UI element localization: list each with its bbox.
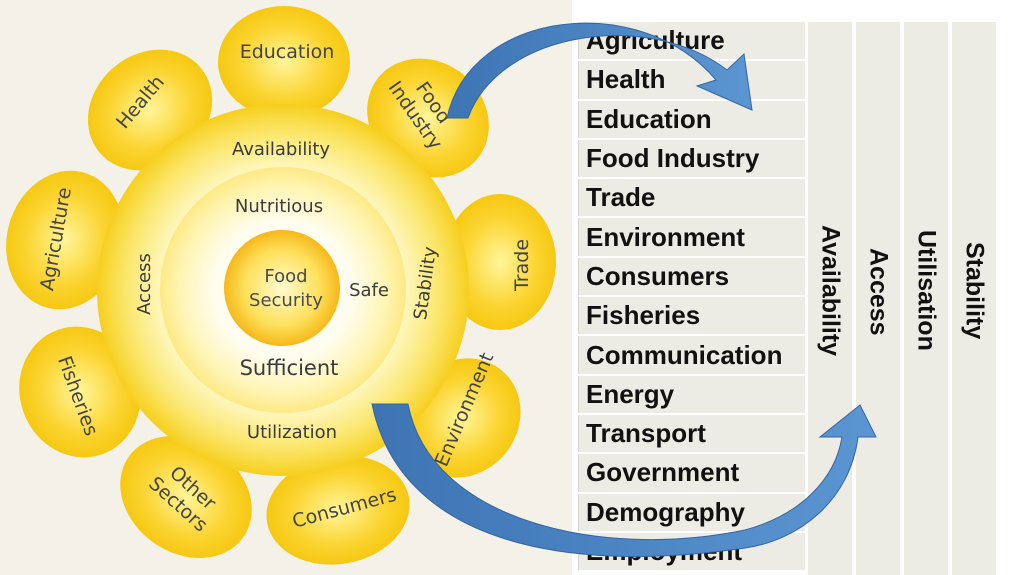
sector-row-energy: Energy: [578, 375, 805, 413]
inner-label-nutritious: Nutritious: [235, 196, 323, 217]
sector-row-consumers: Consumers: [578, 257, 805, 296]
dimension-column-availability: Availability: [808, 22, 852, 575]
petal-other-sectors: [120, 436, 252, 558]
petal-education: [218, 6, 350, 118]
sector-row-education: Education: [578, 100, 805, 138]
dimension-label-access: Access: [864, 248, 893, 336]
ring-label-availability: Availability: [232, 139, 330, 160]
sector-list: Agriculture Health Education Food Indust…: [578, 22, 805, 572]
dimension-label-utilisation: Utilisation: [912, 230, 941, 351]
inner-label-sufficient: Sufficient: [240, 356, 339, 380]
sector-row-government: Government: [578, 454, 805, 492]
sector-row-trade: Trade: [578, 179, 805, 217]
sector-row-food-industry: Food Industry: [578, 139, 805, 178]
petal-agriculture: [6, 170, 124, 310]
petal-label-education: Education: [240, 41, 335, 63]
ring-label-utilization: Utilization: [247, 422, 337, 443]
sector-row-environment: Environment: [578, 218, 805, 256]
sector-row-communication: Communication: [578, 336, 805, 374]
dimension-column-access: Access: [856, 22, 900, 575]
sector-row-transport: Transport: [578, 414, 805, 453]
food-security-flower: Education Food Industry Trade Environmen…: [6, 6, 556, 565]
center-label-security: Security: [249, 290, 323, 311]
inner-label-safe: Safe: [349, 280, 389, 301]
sector-row-employment: Employment: [578, 532, 805, 571]
petal-fisheries: [19, 326, 141, 458]
petal-label-trade: Trade: [511, 239, 533, 292]
dimension-column-stability: Stability: [952, 22, 996, 575]
petal-trade: [444, 194, 556, 330]
center-label-food: Food: [264, 266, 307, 287]
center-circle: [224, 230, 340, 346]
sector-row-health: Health: [578, 61, 805, 99]
sector-row-fisheries: Fisheries: [578, 297, 805, 335]
sector-row-demography: Demography: [578, 493, 805, 531]
ring-label-access: Access: [134, 253, 155, 315]
food-security-flower-panel: Education Food Industry Trade Environmen…: [0, 0, 572, 575]
dimension-label-availability: Availability: [816, 225, 845, 357]
sector-row-agriculture: Agriculture: [578, 22, 805, 60]
dimension-label-stability: Stability: [960, 242, 989, 340]
dimension-column-utilisation: Utilisation: [904, 22, 948, 575]
